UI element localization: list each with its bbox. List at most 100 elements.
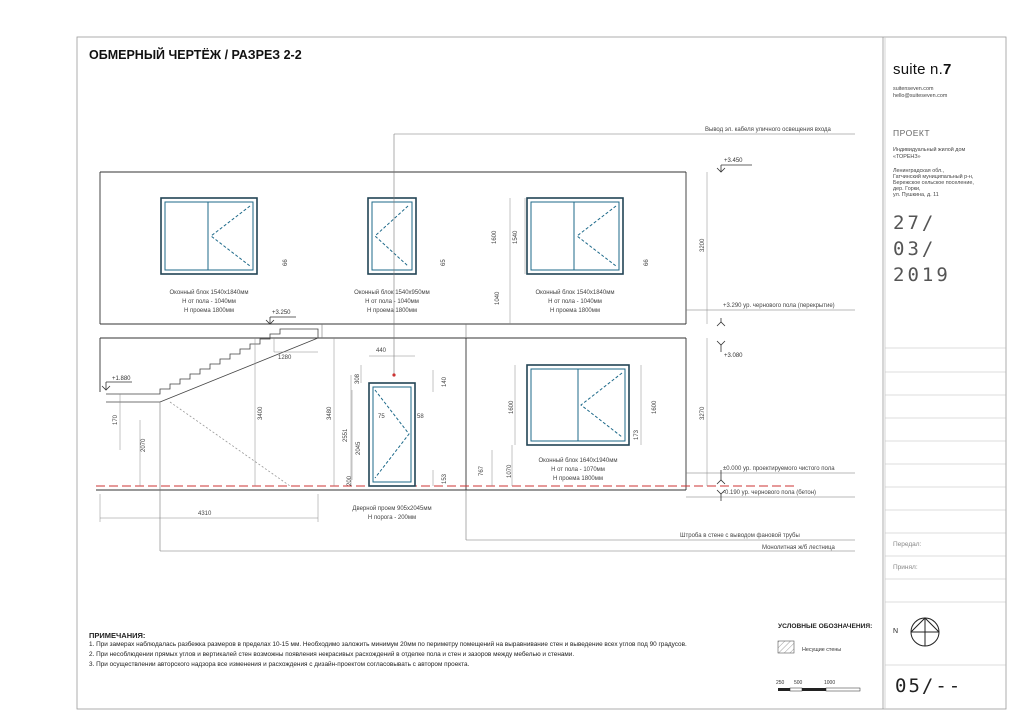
dim-3480: 3480 bbox=[327, 406, 333, 420]
callout-concrete: -0.190 ур. чернового пола (бетон) bbox=[723, 490, 816, 496]
legend-bearing-walls: Несущие стены bbox=[802, 647, 842, 653]
window-3-label: Оконный блок 1540х1840мм bbox=[536, 289, 615, 296]
brand-email: hello@suiteseven.com bbox=[893, 93, 948, 99]
callout-floor: ±0.000 ур. проектируемого чистого пола bbox=[723, 466, 835, 472]
scale-bar bbox=[778, 687, 861, 692]
dim-3400: 3400 bbox=[258, 406, 264, 420]
note-2: 2. При несоблюдении прямых углов и верти… bbox=[89, 651, 575, 658]
title-block-lines bbox=[885, 347, 1006, 666]
window-4-label: Оконный блок 1640х1940мм bbox=[539, 457, 618, 464]
dim-308: 308 bbox=[355, 373, 361, 384]
north-label: N bbox=[893, 628, 899, 635]
project-addr4: дер. Горки, bbox=[893, 186, 921, 192]
window-1 bbox=[160, 197, 258, 275]
date-day: 27/ bbox=[893, 212, 937, 234]
leaders bbox=[159, 133, 855, 552]
building-outline bbox=[99, 171, 687, 490]
dim-2551: 2551 bbox=[343, 428, 349, 442]
dim-2045: 2045 bbox=[356, 441, 362, 455]
dim-1070: 1070 bbox=[507, 464, 513, 478]
project-addr2: Гатчинский муниципальный р-н, bbox=[893, 174, 974, 180]
window-1-opening: Н проема 1800мм bbox=[184, 308, 234, 314]
brand-number: 7 bbox=[942, 61, 952, 78]
window-1-label: Оконный блок 1540х1840мм bbox=[170, 289, 249, 296]
door bbox=[368, 382, 416, 487]
level-labels: +3.450 +3.080 +3.250 +1.880 bbox=[112, 158, 743, 382]
dim-1540: 1540 bbox=[513, 230, 519, 244]
brand-name: suite n. bbox=[893, 61, 943, 78]
project-line2: «ТОРЕНЗ» bbox=[893, 154, 921, 160]
dim-2070: 2070 bbox=[141, 438, 147, 452]
door-label: Дверной проем 905х2045мм bbox=[352, 505, 431, 512]
field-handed-over: Передал: bbox=[893, 541, 922, 548]
dim-4310: 4310 bbox=[198, 511, 212, 517]
dim-66a: 66 bbox=[283, 259, 289, 266]
dim-200: 200 bbox=[347, 475, 353, 486]
project-heading: ПРОЕКТ bbox=[893, 128, 931, 138]
dim-1040: 1040 bbox=[495, 291, 501, 305]
scale-label-1000: 1000 bbox=[824, 680, 836, 686]
window-3-height: Н от пола - 1040мм bbox=[548, 299, 602, 305]
dim-767: 767 bbox=[479, 465, 485, 476]
door-threshold: Н порога - 200мм bbox=[368, 515, 416, 521]
dim-1280: 1280 bbox=[278, 355, 292, 361]
notes-heading: ПРИМЕЧАНИЯ: bbox=[89, 631, 146, 640]
window-2-label: Оконный блок 1540х950мм bbox=[354, 289, 430, 296]
level-mid: +3.080 bbox=[724, 353, 743, 359]
scale-label-500: 500 bbox=[794, 680, 803, 686]
window-labels: Оконный блок 1540х1840мм Н от пола - 104… bbox=[170, 289, 618, 521]
window-4-opening: Н проема 1800мм bbox=[553, 476, 603, 482]
brand-site: suitenseven.com bbox=[893, 86, 934, 92]
project-addr1: Ленинградская обл., bbox=[893, 168, 945, 174]
project-line1: Индивидуальный жилой дом bbox=[893, 147, 966, 153]
note-3: 3. При осуществлении авторского надзора … bbox=[89, 661, 470, 668]
page-title: ОБМЕРНЫЙ ЧЕРТЁЖ / РАЗРЕЗ 2-2 bbox=[89, 48, 302, 62]
note-1: 1. При замерах наблюдалась разбежка разм… bbox=[89, 641, 687, 648]
window-2-opening: Н проема 1800мм bbox=[367, 308, 417, 314]
legend-heading: УСЛОВНЫЕ ОБОЗНАЧЕНИЯ: bbox=[778, 623, 873, 630]
legend-hatch-swatch bbox=[777, 640, 795, 654]
dim-440: 440 bbox=[376, 348, 387, 354]
field-accepted: Принял: bbox=[893, 564, 918, 571]
callouts: Вывод эл. кабеля уличного освещения вход… bbox=[680, 127, 836, 551]
cable-outlet-marker bbox=[392, 373, 396, 377]
project-addr5: ул. Пушкина, д. 11 bbox=[893, 192, 939, 198]
dim-75: 75 bbox=[378, 414, 385, 420]
window-4 bbox=[526, 364, 630, 446]
dim-1600c: 1600 bbox=[652, 400, 658, 414]
project-addr3: Бережское сельское поселение, bbox=[893, 180, 974, 186]
dim-170: 170 bbox=[113, 414, 119, 425]
dim-3200: 3200 bbox=[700, 238, 706, 252]
dim-66b: 66 bbox=[644, 259, 650, 266]
dim-173: 173 bbox=[634, 429, 640, 440]
staircase bbox=[106, 328, 319, 487]
callout-slab: +3.290 ур. чернового пола (перекрытие) bbox=[723, 303, 835, 309]
dim-58: 58 bbox=[417, 414, 424, 420]
dim-153: 153 bbox=[442, 473, 448, 484]
brand-logo: suite n.7 bbox=[893, 62, 952, 77]
dimension-lines bbox=[99, 172, 708, 522]
date-month: 03/ bbox=[893, 238, 937, 260]
scale-label-250: 250 bbox=[776, 680, 785, 686]
window-3-opening: Н проема 1800мм bbox=[550, 308, 600, 314]
north-arrow-icon bbox=[910, 617, 940, 647]
window-4-height: Н от пола - 1070мм bbox=[551, 467, 605, 473]
window-3 bbox=[526, 197, 624, 275]
level-top: +3.450 bbox=[724, 158, 743, 164]
window-2 bbox=[367, 197, 417, 275]
dim-1600: 1600 bbox=[492, 230, 498, 244]
window-1-height: Н от пола - 1040мм bbox=[182, 299, 236, 305]
callout-stairs: Монолитная ж/б лестница bbox=[762, 545, 836, 551]
level-markers bbox=[101, 164, 752, 501]
level-upper: +3.250 bbox=[272, 310, 291, 316]
slab bbox=[321, 324, 467, 338]
dimension-labels: 66 65 66 1600 1540 1040 3200 1280 440 30… bbox=[113, 230, 706, 517]
callout-fan: Штроба в стене с выводом фановой трубы bbox=[680, 532, 800, 539]
dim-1600b: 1600 bbox=[509, 400, 515, 414]
dim-65: 65 bbox=[441, 259, 447, 266]
window-2-height: Н от пола - 1040мм bbox=[365, 299, 419, 305]
sheet-number: 05/-- bbox=[895, 675, 963, 697]
dim-3270: 3270 bbox=[700, 406, 706, 420]
callout-cable: Вывод эл. кабеля уличного освещения вход… bbox=[705, 127, 832, 133]
